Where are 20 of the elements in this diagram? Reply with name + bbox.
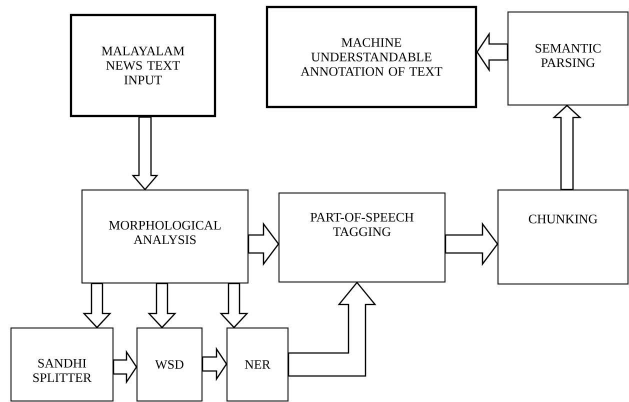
process-box: SEMANTIC PARSING [508, 12, 628, 106]
process-box: PART-OF-SPEECH TAGGING [278, 192, 446, 282]
process-box: CHUNKING [498, 190, 628, 284]
process-box: MACHINE UNDERSTANDABLE ANNOTATION OF TEXT [266, 6, 478, 108]
block-arrow [248, 222, 280, 266]
block-arrow [476, 32, 508, 72]
block-arrow [112, 350, 138, 384]
process-box: MORPHOLOGICAL ANALYSIS [82, 190, 248, 284]
block-arrow [202, 346, 228, 382]
process-box: SANDHI SPLITTER [10, 328, 114, 402]
block-arrow [288, 281, 376, 377]
block-arrow [82, 282, 112, 328]
block-arrow [132, 116, 158, 190]
block-arrow [444, 222, 498, 266]
block-arrow [220, 282, 248, 328]
process-box: WSD [136, 328, 202, 402]
process-box: MALAYALAM NEWS TEXT INPUT [70, 14, 216, 118]
process-box: NER [226, 328, 288, 402]
block-arrow [552, 104, 582, 190]
block-arrow [148, 282, 176, 328]
